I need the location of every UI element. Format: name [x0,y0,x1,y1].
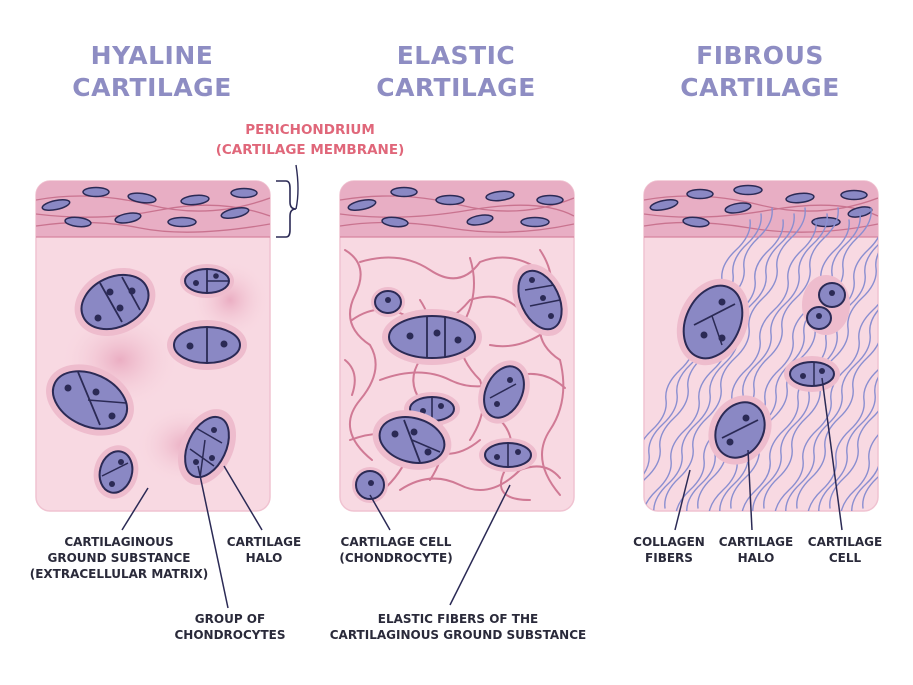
perichondrium-line: (CARTILAGE MEMBRANE) [215,142,405,158]
chondrocyte-group [46,364,134,436]
fibrous-panel [643,180,913,520]
collagen-fiber [818,213,878,511]
collagen-fiber [644,213,762,511]
label-line: CELL [828,551,862,565]
elastic-panel [339,180,575,512]
perichondrium-label: PERICHONDRIUM (CARTILAGE MEMBRANE) [200,120,420,160]
chondrocyte-group [784,356,840,392]
ground-substance-label: CARTILAGINOUS GROUND SUBSTANCE (EXTRACEL… [14,534,224,582]
collagen-fiber [829,207,878,509]
collagen-fiber [686,213,828,511]
perichondrium-leader [295,164,299,210]
collagen-fiber [907,220,913,520]
label-line: HALO [245,551,283,565]
fibrous-cartilage-title: FIBROUS CARTILAGE [630,40,890,104]
chondrocyte-group [382,309,482,365]
perichondrium-line: PERICHONDRIUM [245,122,375,138]
leader-lines [121,377,843,609]
title-line: CARTILAGE [680,73,840,102]
collagen-fiber [644,219,751,511]
label-line: GROUND SUBSTANCE [47,551,191,565]
collagen-fibers-label: COLLAGEN FIBERS [624,534,714,566]
hyaline-cartilage-title: HYALINE CARTILAGE [22,40,282,104]
collagen-fiber [644,219,784,511]
collagen-fiber [653,213,795,511]
chondrocyte-group [372,410,452,470]
leader-group-chondrocytes [197,465,229,609]
elastic-cartilage-title: ELASTIC CARTILAGE [326,40,586,104]
hyaline-panel [35,180,271,512]
fibrous-cell-label: CARTILAGE CELL [800,534,890,566]
title-line: CARTILAGE [376,73,536,102]
collagen-fiber [675,219,817,511]
collagen-fiber [885,214,913,514]
chondrocyte-label: CARTILAGE CELL (CHONDROCYTE) [326,534,466,566]
label-line: CARTILAGE [807,535,883,549]
collagen-fiber [774,219,878,511]
collagen-fiber [796,207,878,509]
leader-elastic-fibers [449,484,511,606]
collagen-fiber [708,219,850,511]
chondrocyte-group [478,360,530,424]
label-line: HALO [737,551,775,565]
chondrocyte-group [74,267,156,337]
label-line: ELASTIC FIBERS OF THE [377,612,539,626]
perichondrium-bracket [276,180,297,238]
chondrocyte-group [180,264,234,298]
title-line: CARTILAGE [72,73,232,102]
membrane-cells [649,184,873,228]
label-line: CARTILAGE [718,535,794,549]
label-line: FIBERS [645,551,693,565]
hyaline-halo-label: CARTILAGE HALO [214,534,314,566]
collagen-fiber [840,219,878,511]
label-line: CARTILAGE CELL [340,535,452,549]
collagen-fiber [785,213,878,511]
label-line: (EXTRACELLULAR MATRIX) [29,567,209,581]
chondrocyte-group [177,409,237,485]
label-line: CARTILAGE [226,535,302,549]
leader-fibrous-cell [821,377,843,531]
collagen-fiber [896,208,913,508]
collagen-fiber [807,219,878,511]
label-line: CARTILAGINOUS [64,535,174,549]
leader-chondrocyte [369,494,391,531]
title-line: HYALINE [90,41,214,70]
membrane-fibers [340,195,574,233]
title-line: FIBROUS [696,41,824,70]
chondrocyte-group [93,445,139,499]
chondrocyte [352,467,388,503]
leader-hyaline-halo [223,465,263,531]
chondrocyte-group [802,275,850,335]
chondrocyte-group [676,278,750,366]
leader-fibrous-halo [747,449,753,531]
label-line: COLLAGEN [633,535,705,549]
leader-ground-substance [121,487,149,531]
label-line: CARTILAGINOUS GROUND SUBSTANCE [329,628,587,642]
group-chondrocytes-label: GROUP OF CHONDROCYTES [160,611,300,643]
chondrocyte-group [167,320,247,370]
label-line: GROUP OF [194,612,266,626]
chondrocyte-group [708,395,772,465]
chondrocyte-group [512,263,568,337]
label-line: (CHONDROCYTE) [339,551,453,565]
title-line: ELASTIC [396,41,516,70]
label-line: CHONDROCYTES [174,628,286,642]
chondrocyte [371,287,405,317]
collagen-fiber [873,219,878,511]
membrane-cells [41,186,258,228]
membrane-cells [347,186,564,228]
collagen-fiber [763,207,878,509]
collagen-fiber [664,207,806,509]
elastic-fibers-label: ELASTIC FIBERS OF THE CARTILAGINOUS GROU… [318,611,598,643]
fibrous-halo-label: CARTILAGE HALO [706,534,806,566]
chondrocyte-group [479,438,537,472]
leader-collagen-fibers [674,469,691,531]
